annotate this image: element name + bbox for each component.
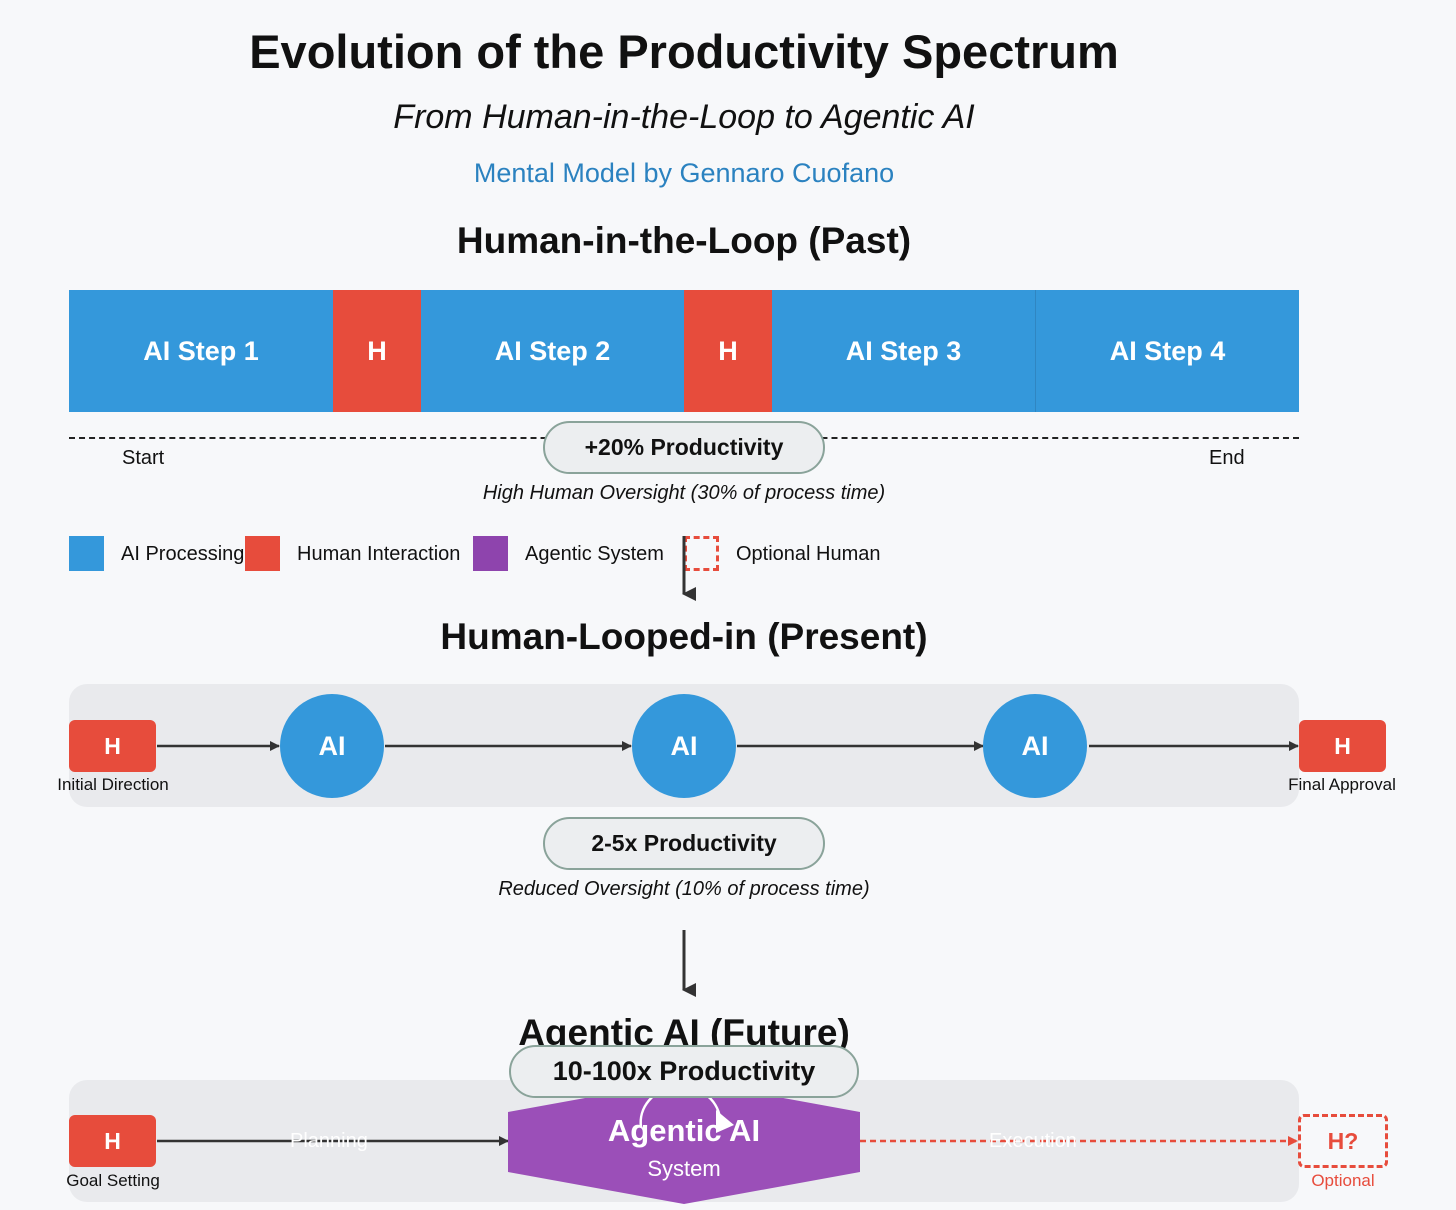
- future-goal-human-box: H: [69, 1115, 156, 1167]
- ai-node-1-label: AI: [318, 730, 346, 761]
- past-productivity-badge: +20% Productivity: [543, 421, 825, 474]
- present-end-label: Final Approval: [1288, 775, 1396, 794]
- past-section-title: Human-in-the-Loop (Past): [456, 220, 912, 261]
- ai-node-2-label: AI: [670, 730, 698, 761]
- agentic-ai-subtitle: System: [647, 1156, 721, 1181]
- past-segment-ai-step-2: AI Step 2: [421, 290, 684, 412]
- past-segment-human-1: H: [333, 290, 421, 412]
- page-subtitle: From Human-in-the-Loop to Agentic AI: [393, 98, 975, 136]
- timeline-start-label: Start: [122, 447, 165, 469]
- ai-node-3-label: AI: [1021, 730, 1049, 761]
- present-section-title: Human-Looped-in (Present): [440, 616, 928, 657]
- future-optional-human-box: H?: [1298, 1114, 1388, 1168]
- legend-ai-label: AI Processing: [121, 543, 245, 565]
- future-optional-label: Optional: [1311, 1171, 1375, 1190]
- timeline-end-label: End: [1209, 447, 1245, 469]
- execution-label: Execution: [989, 1130, 1077, 1152]
- agentic-ai-title: Agentic AI: [607, 1113, 761, 1148]
- legend-human-swatch: [245, 536, 280, 571]
- past-segment-ai-step-4: AI Step 4: [1036, 290, 1299, 412]
- present-start-human-box: H: [69, 720, 156, 772]
- planning-label: Planning: [290, 1130, 368, 1152]
- page-title: Evolution of the Productivity Spectrum: [249, 25, 1119, 78]
- present-oversight-note: Reduced Oversight (10% of process time): [498, 878, 870, 900]
- legend-agentic-swatch: [473, 536, 508, 571]
- present-end-human-box: H: [1299, 720, 1386, 772]
- future-productivity-badge: 10-100x Productivity: [509, 1045, 859, 1098]
- past-segment-ai-step-3: AI Step 3: [772, 290, 1036, 412]
- legend-human-label: Human Interaction: [297, 543, 461, 565]
- legend-optional-label: Optional Human: [736, 543, 881, 565]
- present-productivity-badge: 2-5x Productivity: [543, 817, 825, 870]
- past-oversight-note: High Human Oversight (30% of process tim…: [482, 482, 886, 504]
- present-ai-node-2: AI: [632, 694, 736, 798]
- present-ai-node-3: AI: [983, 694, 1087, 798]
- loop-arrowhead-agentic: [716, 1110, 734, 1133]
- present-ai-node-1: AI: [280, 694, 384, 798]
- byline: Mental Model by Gennaro Cuofano: [473, 158, 895, 188]
- past-segment-human-2: H: [684, 290, 772, 412]
- present-start-label: Initial Direction: [57, 775, 169, 794]
- legend-ai-swatch: [69, 536, 104, 571]
- legend-agentic-label: Agentic System: [525, 543, 664, 565]
- future-goal-label: Goal Setting: [66, 1171, 160, 1190]
- agentic-ai-hexagon: [508, 1080, 860, 1204]
- past-segment-ai-step-1: AI Step 1: [69, 290, 333, 412]
